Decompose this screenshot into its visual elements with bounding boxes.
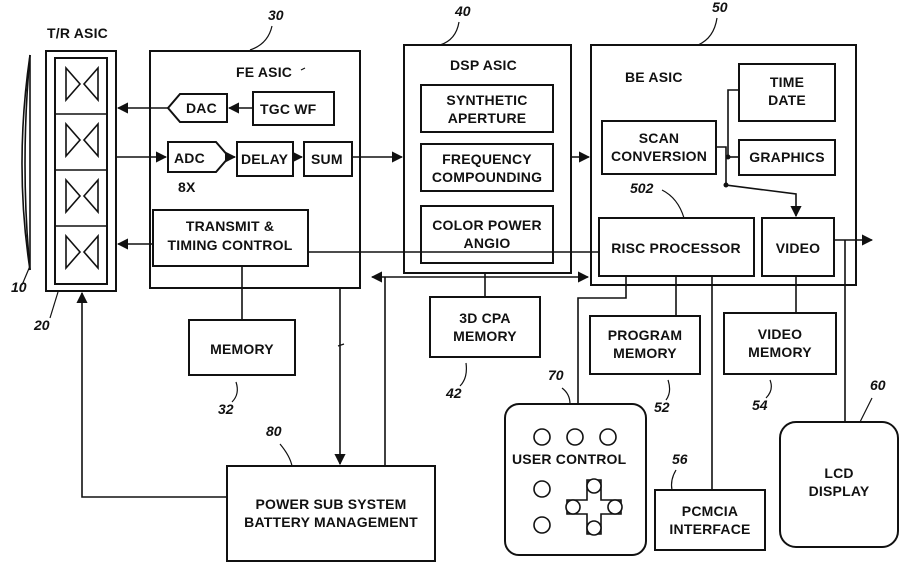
dac-label: DAC: [186, 100, 217, 116]
synthetic-aperture-block: SYNTHETIC APERTURE: [421, 85, 553, 132]
dac-block: DAC: [168, 94, 227, 122]
tr-asic-title: T/R ASIC: [47, 25, 108, 41]
ref-42: 42: [445, 385, 462, 401]
ref-50: 50: [712, 0, 728, 15]
color-power-angio-line-1: COLOR POWER: [432, 217, 542, 233]
ref-56-leader: [672, 470, 677, 490]
scan-conversion-block: SCAN CONVERSION: [602, 121, 716, 174]
video-memory-line-2: MEMORY: [748, 344, 812, 360]
memory-block: MEMORY: [189, 320, 295, 375]
adc-block: ADC: [168, 142, 229, 172]
video-label: VIDEO: [776, 240, 821, 256]
power-sub-line-2: BATTERY MANAGEMENT: [244, 514, 418, 530]
synthetic-aperture-line-1: SYNTHETIC: [446, 92, 527, 108]
ref-54-leader: [766, 380, 771, 398]
memory-label: MEMORY: [210, 341, 274, 357]
adc-label: ADC: [174, 150, 205, 166]
power-subsystem-block: POWER SUB SYSTEM BATTERY MANAGEMENT: [227, 466, 435, 561]
ref-20: 20: [33, 317, 50, 333]
scan-conversion-line-1: SCAN: [639, 130, 679, 146]
ref-52: 52: [654, 399, 670, 415]
user-control-button-5: [534, 517, 550, 533]
ref-60-leader: [860, 398, 872, 422]
ref-40: 40: [454, 3, 471, 19]
ref-60: 60: [870, 377, 886, 393]
ref-10: 10: [11, 279, 27, 295]
ref-40-leader: [440, 22, 459, 45]
ref-32-leader: [232, 382, 237, 402]
ref-70: 70: [548, 367, 564, 383]
pcmcia-line-1: PCMCIA: [682, 503, 738, 519]
scan-conversion-line-2: CONVERSION: [611, 148, 707, 164]
power-sub-line-1: POWER SUB SYSTEM: [256, 496, 407, 512]
color-power-angio-block: COLOR POWER ANGIO: [421, 206, 553, 263]
ref-70-leader: [562, 388, 570, 404]
time-date-block: TIME DATE: [739, 64, 835, 121]
be-asic-title: BE ASIC: [625, 69, 683, 85]
ref-54: 54: [752, 397, 768, 413]
user-control-button-2: [567, 429, 583, 445]
ref-42-leader: [460, 363, 466, 386]
user-control-label: USER CONTROL: [512, 451, 627, 467]
ref-20-leader: [50, 292, 58, 318]
video-memory-line-1: VIDEO: [758, 326, 803, 342]
ref-50-leader: [698, 18, 717, 45]
tgc-wf-label: TGC WF: [260, 101, 317, 117]
ref-80-leader: [280, 444, 292, 466]
transmit-timing-block: TRANSMIT & TIMING CONTROL: [153, 210, 308, 266]
pcmcia-interface-block: PCMCIA INTERFACE: [655, 490, 765, 550]
risc-processor-label: RISC PROCESSOR: [611, 240, 741, 256]
program-memory-line-2: MEMORY: [613, 345, 677, 361]
frequency-compounding-line-2: COMPOUNDING: [432, 169, 542, 185]
lcd-display-line-2: DISPLAY: [809, 483, 870, 499]
dsp-asic-title: DSP ASIC: [450, 57, 517, 73]
frequency-compounding-block: FREQUENCY COMPOUNDING: [421, 144, 553, 191]
transmit-timing-line-1: TRANSMIT &: [186, 218, 274, 234]
fe-asic-title: FE ASIC: [236, 64, 292, 80]
adc-8x-label: 8X: [178, 179, 196, 195]
ref-502: 502: [630, 180, 654, 196]
user-control-button-4: [534, 481, 550, 497]
risc-processor-block: RISC PROCESSOR: [599, 218, 754, 276]
sum-block: SUM: [304, 142, 352, 176]
ref-80: 80: [266, 423, 282, 439]
frequency-compounding-line-1: FREQUENCY: [442, 151, 532, 167]
ref-56: 56: [672, 451, 688, 467]
ref-52-leader: [666, 380, 670, 400]
user-control-button-1: [534, 429, 550, 445]
time-date-line-1: TIME: [770, 74, 804, 90]
ref-32: 32: [218, 401, 234, 417]
delay-block: DELAY: [237, 142, 293, 176]
synthetic-aperture-line-2: APERTURE: [448, 110, 527, 126]
tgc-wf-block: TGC WF: [253, 92, 334, 125]
graphics-label: GRAPHICS: [749, 149, 825, 165]
pcmcia-line-2: INTERFACE: [669, 521, 750, 537]
user-control-button-3: [600, 429, 616, 445]
cpa-memory-block: 3D CPA MEMORY: [430, 297, 540, 357]
sum-label: SUM: [311, 151, 343, 167]
color-power-angio-line-2: ANGIO: [464, 235, 511, 251]
video-block: VIDEO: [762, 218, 834, 276]
program-memory-line-1: PROGRAM: [608, 327, 683, 343]
user-control-panel: USER CONTROL: [505, 404, 646, 555]
ref-30: 30: [268, 7, 284, 23]
time-date-line-2: DATE: [768, 92, 806, 108]
tr-asic-block: [46, 51, 116, 291]
cpa-memory-line-1: 3D CPA: [459, 310, 511, 326]
program-memory-block: PROGRAM MEMORY: [590, 316, 700, 374]
graphics-block: GRAPHICS: [739, 140, 835, 175]
lcd-display-block: LCD DISPLAY: [780, 422, 898, 547]
transducer-array: [22, 55, 30, 270]
transmit-timing-line-2: TIMING CONTROL: [168, 237, 293, 253]
delay-label: DELAY: [241, 151, 289, 167]
ref-30-leader: [250, 26, 272, 50]
lcd-display-line-1: LCD: [824, 465, 853, 481]
video-memory-block: VIDEO MEMORY: [724, 313, 836, 374]
cpa-memory-line-2: MEMORY: [453, 328, 517, 344]
